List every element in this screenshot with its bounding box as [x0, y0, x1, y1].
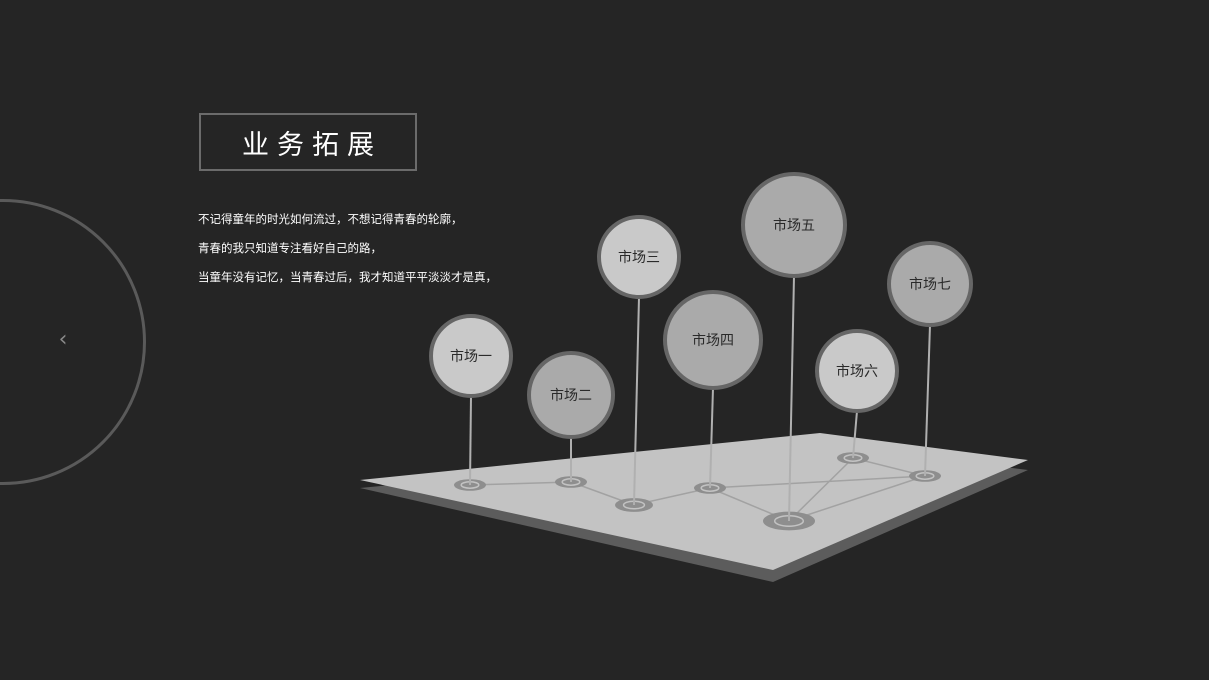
balloon-stick — [924, 324, 931, 477]
page-title-box: 业务拓展 — [199, 113, 417, 171]
market-balloon[interactable] — [887, 241, 973, 327]
market-balloon[interactable] — [429, 314, 513, 398]
description-line: 青春的我只知道专注看好自己的路， — [198, 241, 382, 255]
market-label: 市场一 — [450, 349, 492, 365]
market-balloon[interactable] — [663, 290, 763, 390]
market-balloon[interactable] — [741, 172, 847, 278]
balloon-sticks — [469, 275, 931, 522]
market-label: 市场五 — [773, 218, 815, 234]
market-balloon[interactable] — [597, 215, 681, 299]
network-link — [469, 481, 572, 486]
balloon-stick — [852, 410, 858, 459]
market-balloons — [429, 172, 973, 439]
market-label: 市场七 — [909, 277, 951, 293]
balloon-stick — [469, 395, 472, 486]
page-title: 业务拓展 — [242, 129, 382, 161]
description-line: 不记得童年的时光如何流过，不想记得青春的轮廓， — [198, 212, 463, 226]
balloon-stick — [633, 296, 640, 506]
description-line: 当童年没有记忆，当青春过后，我才知道平平淡淡才是真， — [198, 270, 497, 284]
chevron-left-icon[interactable]: ‹ — [58, 327, 68, 352]
market-label: 市场六 — [836, 364, 878, 380]
map-plane — [360, 433, 1028, 570]
market-label: 市场二 — [550, 388, 592, 404]
market-balloon[interactable] — [527, 351, 615, 439]
balloon-stick — [788, 275, 795, 522]
balloon-stick — [709, 387, 714, 489]
market-label: 市场四 — [692, 333, 734, 349]
network-link — [788, 457, 854, 522]
description-text: 不记得童年的时光如何流过，不想记得青春的轮廓， 青春的我只知道专注看好自己的路，… — [198, 205, 497, 292]
market-balloon[interactable] — [815, 329, 899, 413]
market-label: 市场三 — [618, 250, 660, 266]
network-link — [709, 475, 926, 489]
network-link — [788, 475, 926, 522]
